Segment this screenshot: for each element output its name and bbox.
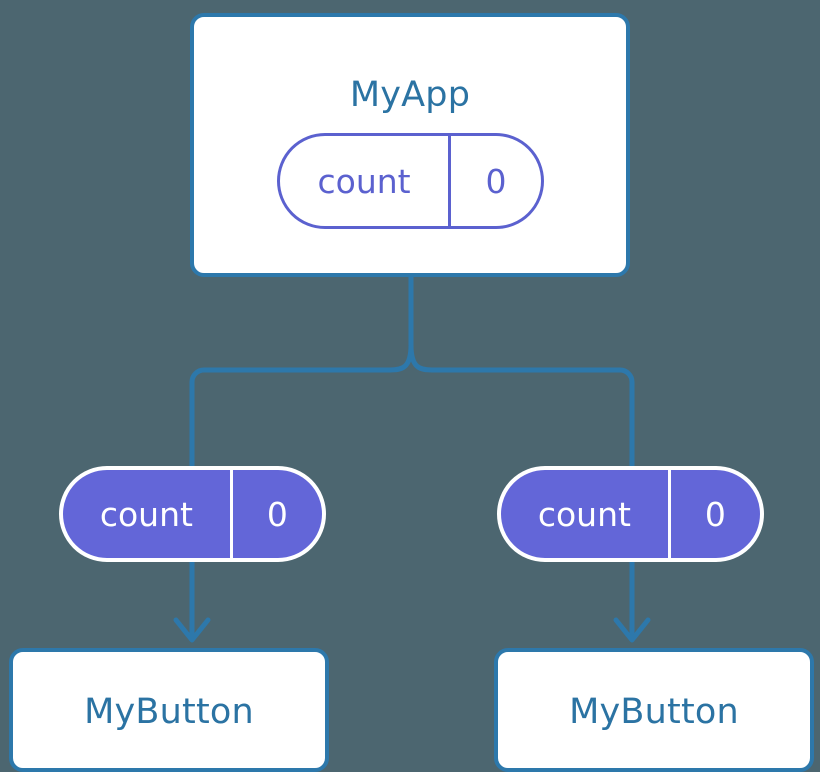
state-pill-myapp-count[interactable]: count 0 xyxy=(277,133,544,229)
arrow-down-right-icon xyxy=(613,617,651,643)
component-label-myapp: MyApp xyxy=(349,75,471,115)
prop-pill-value: 0 xyxy=(667,470,760,558)
state-pill-value: 0 xyxy=(448,136,541,226)
component-box-mybutton-right[interactable]: MyButton xyxy=(494,648,814,772)
prop-pill-right-count[interactable]: count 0 xyxy=(497,466,764,562)
arrow-down-left-icon xyxy=(173,617,211,643)
prop-pill-left-count[interactable]: count 0 xyxy=(59,466,326,562)
bus-connector-left xyxy=(189,344,414,468)
bus-connector-right xyxy=(408,344,635,468)
state-pill-key: count xyxy=(317,161,411,201)
component-label-mybutton-left: MyButton xyxy=(84,692,254,732)
component-box-mybutton-left[interactable]: MyButton xyxy=(9,648,329,772)
prop-pill-key: count xyxy=(537,494,631,534)
prop-pill-key: count xyxy=(99,494,193,534)
component-label-mybutton-right: MyButton xyxy=(569,692,739,732)
prop-pill-value: 0 xyxy=(229,470,322,558)
